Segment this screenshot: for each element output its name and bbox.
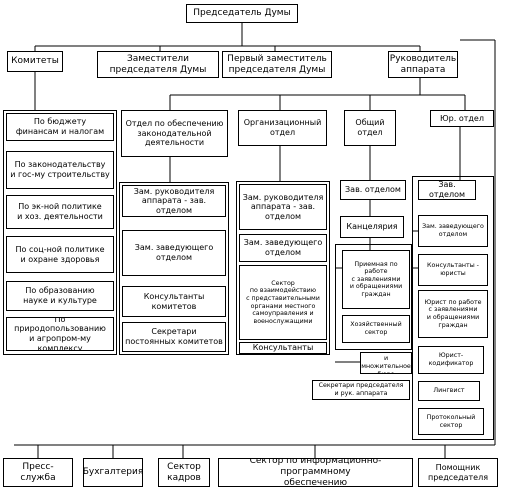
committee-education: По образованию науке и культуре — [6, 281, 114, 311]
chancellery-group — [335, 244, 412, 350]
legislative-consultants: Консультанты комитетов — [122, 286, 226, 317]
legal-consultants: Консультанты - юристы — [418, 254, 488, 286]
committee-budget: По бюджету финансам и налогам — [6, 113, 114, 141]
general-typing-bureau: Машинописное и множительное бюро — [360, 352, 412, 374]
legal-linguist: Лингвист — [418, 381, 480, 401]
committee-social: По соц-ной политике и охране здоровья — [6, 236, 114, 273]
legislative-head: Зам. руководителя аппарата - зав. отдело… — [122, 185, 226, 217]
dept-legal-group — [412, 176, 494, 440]
legal-deputy: Зам. заведующего отделом — [418, 215, 488, 247]
committee-nature: По природопользованию и агропром-му комп… — [6, 317, 114, 351]
it-sector: Сектор по информационно-программному обе… — [218, 458, 413, 487]
dept-legislative-group — [119, 182, 229, 355]
hr-sector: Сектор кадров — [158, 458, 210, 487]
general-head: Зав. отделом — [340, 180, 406, 200]
dept-general-title: Общий отдел — [344, 110, 396, 146]
first-deputy-box: Первый заместитель председателя Думы — [222, 51, 332, 78]
chairman-assistant: Помощник председателя — [418, 458, 498, 487]
accounting: Бухгалтерия — [83, 458, 143, 487]
legislative-deputy: Зам. заведующего отделом — [122, 230, 226, 276]
dept-org-group — [236, 181, 330, 355]
legislative-secretaries: Секретари постоянных комитетов — [122, 322, 226, 352]
dept-legislative-title: Отдел по обеспечению законодательной дея… — [121, 110, 228, 157]
legal-head: Зав. отделом — [418, 180, 476, 200]
deputies-box: Заместители председателя Думы — [97, 51, 219, 78]
legal-citizens-lawyer: Юрист по работе с заявлениями и обращени… — [418, 290, 488, 338]
chairman-box: Председатель Думы — [186, 4, 298, 23]
committees-group — [3, 110, 117, 355]
general-economic-sector: Хозяйственный сектор — [342, 315, 410, 343]
press-service: Пресс-служба — [3, 458, 73, 487]
dept-org-title: Организационный отдел — [238, 110, 327, 146]
org-interaction-sector: Сектор по взаимодействию с представитель… — [239, 265, 327, 340]
committees-box: Комитеты — [7, 51, 63, 72]
head-apparatus-box: Руководитель аппарата — [388, 51, 458, 78]
general-reception: Приемная по работе с заявлениями и обращ… — [342, 250, 410, 309]
legal-protocol-sector: Протокольный сектор — [418, 408, 484, 435]
general-chancellery: Канцелярия — [340, 216, 404, 238]
general-secretaries: Секретари председателя и рук. аппарата — [312, 380, 410, 400]
org-consultants: Консультанты — [239, 342, 327, 354]
dept-legal-title: Юр. отдел — [430, 110, 494, 127]
committee-economy: По эк-ной политике и хоз. деятельности — [6, 195, 114, 229]
legal-codifier: Юрист- кодификатор — [418, 346, 484, 374]
org-head: Зам. руководителя аппарата - зав. отдело… — [239, 184, 327, 230]
committee-legislation: По законодательству и гос-му строительст… — [6, 151, 114, 189]
org-deputy: Зам. заведующего отделом — [239, 234, 327, 262]
